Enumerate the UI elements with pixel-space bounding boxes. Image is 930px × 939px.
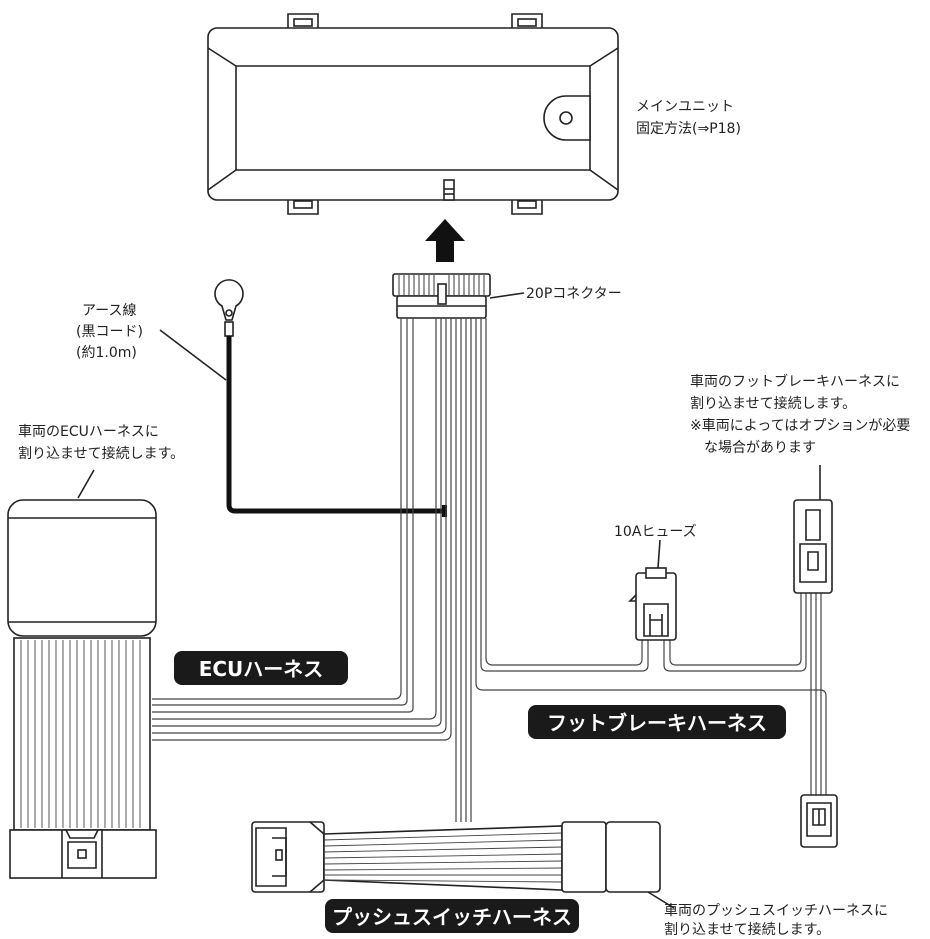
push-switch-right-connector — [561, 821, 661, 893]
ground-cable — [226, 336, 444, 514]
ecu-harness-badge: ECUハーネス — [174, 651, 348, 685]
foot-brake-harness-badge: フットブレーキハーネス — [528, 705, 786, 739]
connector-20p — [392, 273, 491, 319]
push-switch-left-connector — [251, 821, 325, 893]
push-switch-harness-badge: プッシュスイッチハーネス — [325, 899, 579, 933]
ground-wire-label-line1: アース線 — [82, 303, 136, 319]
ecu-connector — [7, 499, 157, 879]
fuse-holder — [628, 567, 677, 641]
fuse-leader — [657, 539, 661, 569]
ground-wire-leader — [159, 329, 227, 381]
brake-note: 車両のフットブレーキハーネスに 割り込ませて接続します。 ※車両によってはオプシ… — [690, 373, 910, 456]
push-note: 車両のプッシュスイッチハーネスに 割り込ませて接続します。 — [664, 902, 888, 938]
ground-terminal-icon — [214, 279, 244, 321]
ecu-harness-badge-text: ECUハーネス — [199, 657, 324, 681]
insert-arrow-icon — [425, 219, 465, 262]
foot-brake-connector-top — [793, 499, 833, 594]
main-unit-label-line2: 固定方法(⇒P18) — [636, 121, 741, 137]
push-note-line1: 車両のプッシュスイッチハーネスに — [664, 902, 888, 919]
ecu-note: 車両のECUハーネスに 割り込ませて接続します。 — [18, 423, 184, 462]
push-note-line2: 割り込ませて接続します。 — [664, 921, 830, 938]
connector-20p-leader — [489, 292, 525, 299]
push-switch-cable — [323, 825, 563, 891]
brake-note-line1: 車両のフットブレーキハーネスに — [690, 373, 900, 390]
brake-note-line4: な場合があります — [704, 440, 816, 456]
foot-brake-harness-badge-text: フットブレーキハーネス — [547, 711, 767, 735]
main-unit-stub — [443, 179, 455, 201]
ecu-note-line1: 車両のECUハーネスに — [18, 423, 159, 440]
harness-wires — [152, 318, 827, 822]
main-unit — [207, 13, 619, 215]
ground-wire-label-line2: (黒コード) — [76, 324, 143, 340]
ecu-note-leader — [77, 469, 95, 499]
ecu-note-line2: 割り込ませて接続します。 — [18, 445, 184, 462]
push-switch-harness-badge-text: プッシュスイッチハーネス — [332, 905, 572, 929]
ground-wire-label-line3: (約1.0m) — [76, 345, 137, 361]
ground-wire-label: アース線 (黒コード) (約1.0m) — [76, 303, 143, 361]
push-note-leader — [647, 891, 675, 909]
main-unit-label: メインユニット 固定方法(⇒P18) — [636, 99, 741, 137]
fuse-label: 10Aヒューズ — [614, 524, 697, 540]
brake-note-line2: 割り込ませて接続します。 — [690, 395, 856, 412]
ground-wire — [214, 279, 447, 517]
brake-note-line3: ※車両によってはオプションが必要 — [690, 417, 910, 434]
foot-brake-connector-bottom — [800, 794, 838, 848]
connector-20p-label: 20Pコネクター — [526, 286, 622, 302]
screw-hole-icon — [559, 111, 573, 125]
main-unit-label-line1: メインユニット — [636, 99, 734, 115]
